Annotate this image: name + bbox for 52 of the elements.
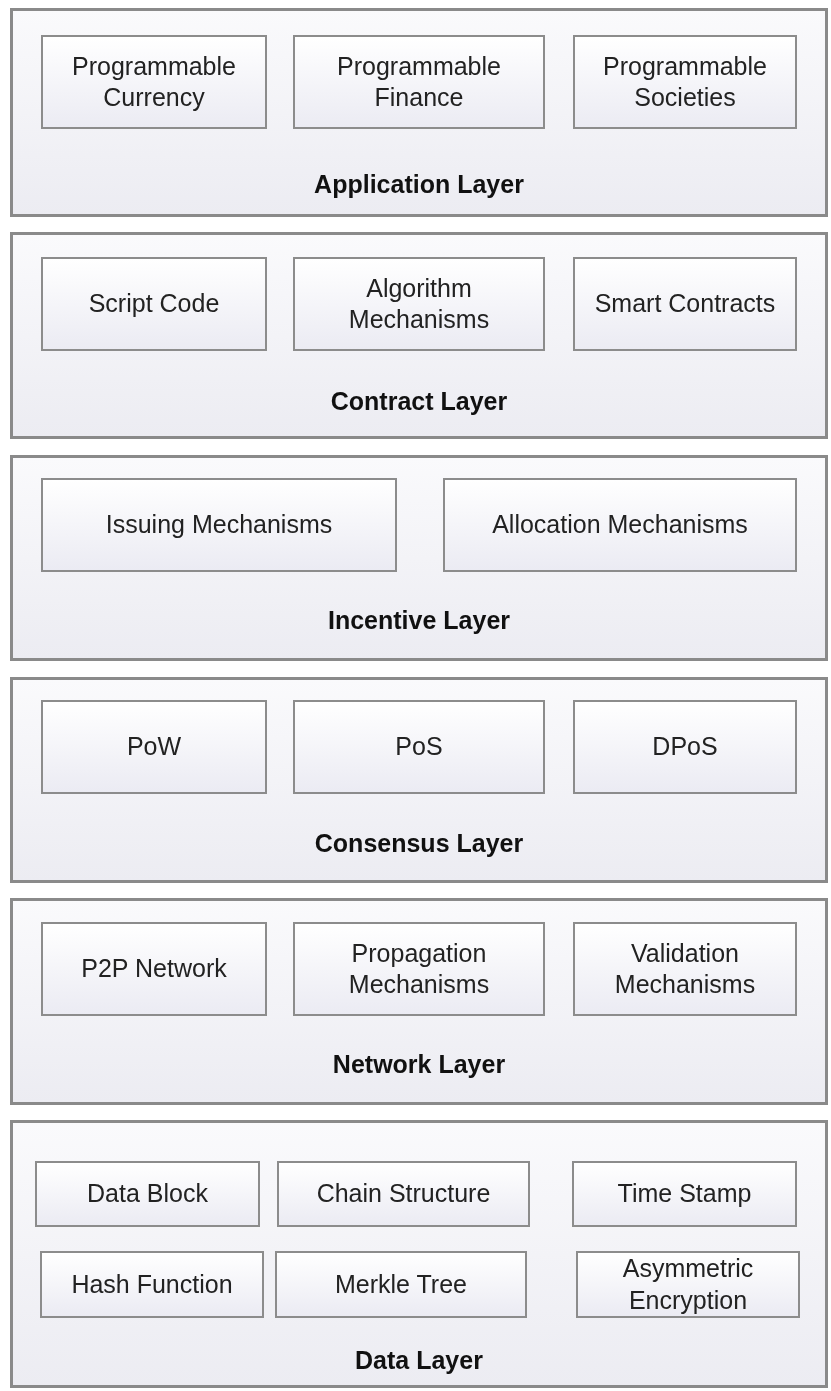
component-box <box>41 922 267 1016</box>
component-box <box>573 700 797 794</box>
component-label: Validation Mechanisms <box>613 937 757 1000</box>
component-box <box>35 1161 260 1227</box>
component-box <box>293 35 545 129</box>
layer-title: Application Layer <box>314 170 524 199</box>
component-label: Data Block <box>86 1178 209 1210</box>
component-box <box>576 1251 800 1318</box>
component-label: DPoS <box>651 731 719 763</box>
component-box <box>275 1251 527 1318</box>
layer-title: Data Layer <box>355 1346 483 1375</box>
layer-panel <box>10 677 828 883</box>
layer-title: Network Layer <box>332 1050 506 1079</box>
component-label: P2P Network <box>80 953 228 985</box>
layer-panel <box>10 898 828 1105</box>
component-box <box>573 922 797 1016</box>
component-label: Programmable Societies <box>602 50 768 113</box>
component-box <box>572 1161 797 1227</box>
layer-title: Consensus Layer <box>314 829 524 858</box>
component-label: PoS <box>394 731 444 763</box>
component-label: Algorithm Mechanisms <box>347 272 491 335</box>
component-label: Issuing Mechanisms <box>104 509 334 541</box>
component-box <box>40 1251 264 1318</box>
component-box <box>41 257 267 351</box>
component-label: Time Stamp <box>616 1178 753 1210</box>
component-box <box>443 478 797 572</box>
component-box <box>41 700 267 794</box>
layer-panel <box>10 1120 828 1388</box>
component-box <box>573 35 797 129</box>
component-label: PoW <box>125 731 183 763</box>
component-box <box>41 35 267 129</box>
layer-title: Incentive Layer <box>328 606 510 635</box>
component-box <box>277 1161 530 1227</box>
layer-panel <box>10 455 828 661</box>
layer-panel <box>10 8 828 217</box>
component-label: Merkle Tree <box>334 1268 468 1300</box>
component-label: Programmable Currency <box>71 50 237 113</box>
component-label: Script Code <box>87 288 221 320</box>
component-label: Programmable Finance <box>336 50 502 113</box>
component-label: Propagation Mechanisms <box>347 937 491 1000</box>
component-box <box>293 922 545 1016</box>
component-box <box>293 700 545 794</box>
component-box <box>573 257 797 351</box>
component-label: Chain Structure <box>315 1178 492 1210</box>
layer-panel <box>10 232 828 439</box>
component-label: Allocation Mechanisms <box>491 509 749 541</box>
component-box <box>293 257 545 351</box>
layer-title: Contract Layer <box>330 387 508 416</box>
component-label: Asymmetric Encryption <box>621 1253 755 1316</box>
component-label: Hash Function <box>70 1268 234 1300</box>
component-label: Smart Contracts <box>593 288 777 320</box>
component-box <box>41 478 397 572</box>
